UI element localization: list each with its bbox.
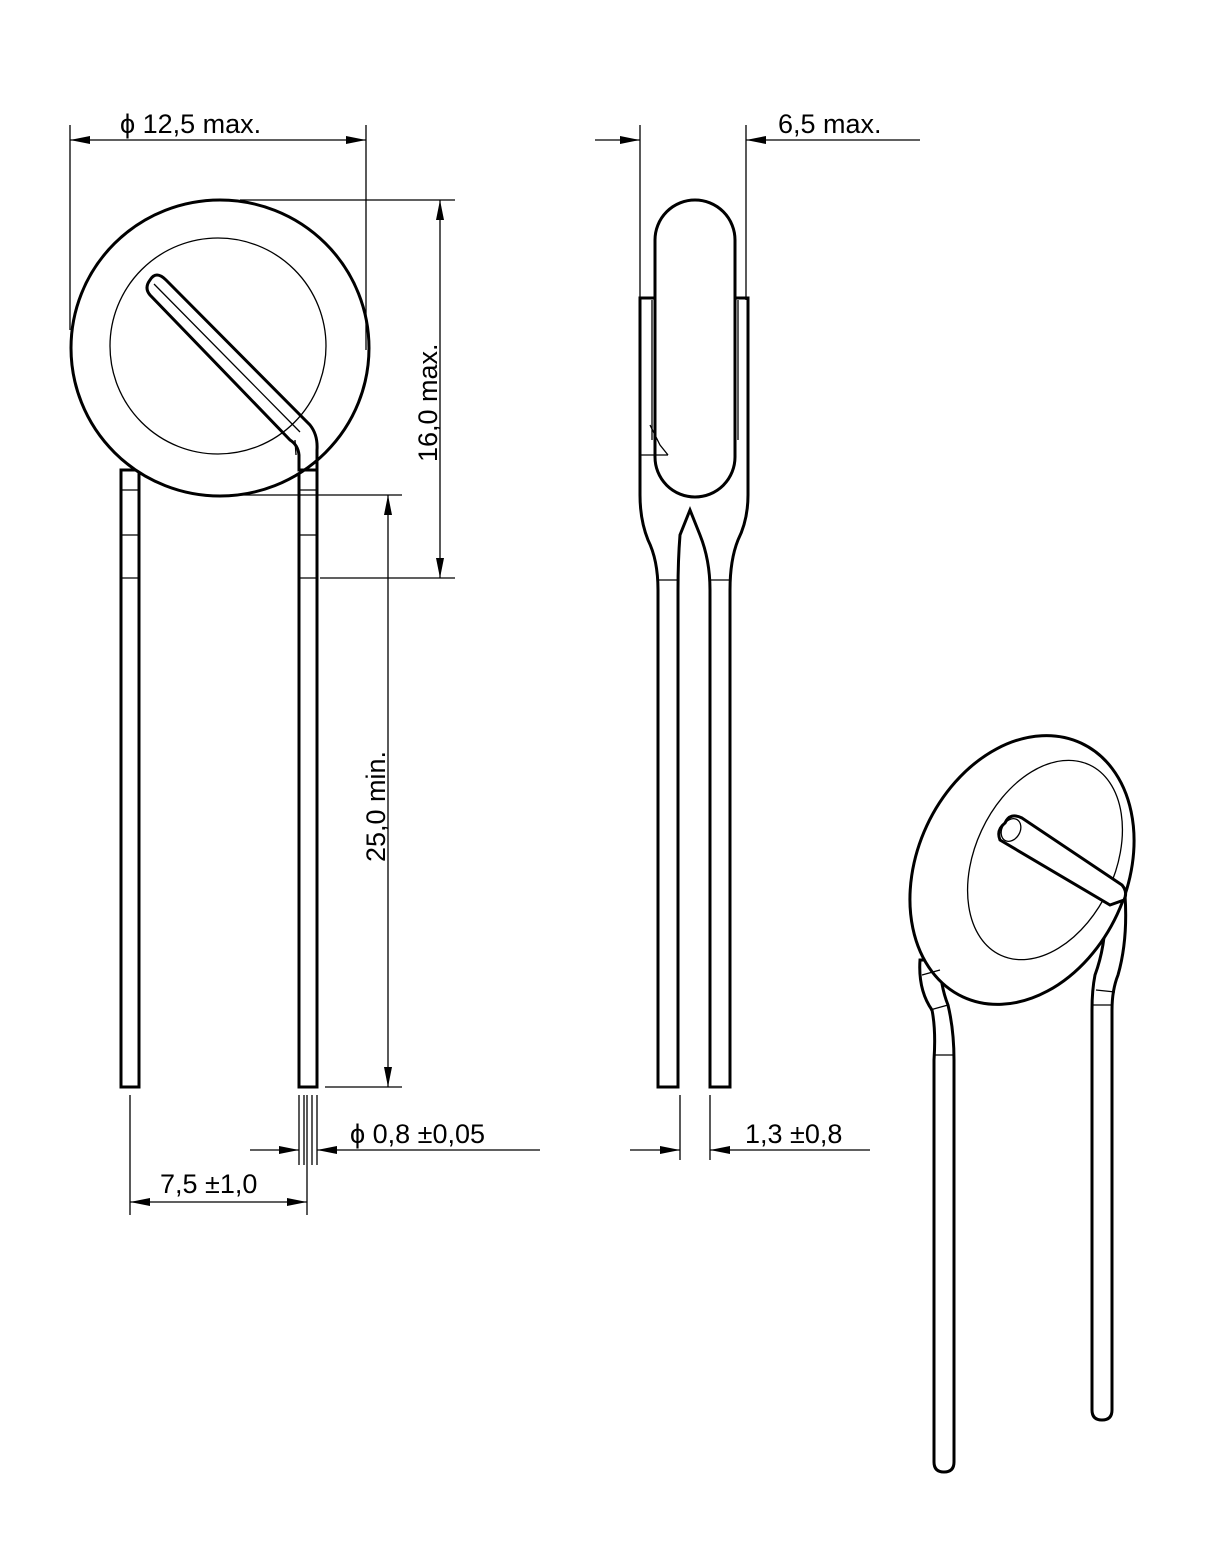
thickness-label: 6,5 max. <box>778 109 882 139</box>
lead-spacing-label: 7,5 ±1,0 <box>160 1169 257 1199</box>
perspective-disc <box>908 734 1136 1006</box>
side-dimensions: 6,5 max. 1,3 ±0,8 <box>595 109 920 1160</box>
side-leads <box>638 296 750 1089</box>
lead-length-label: 25,0 min. <box>361 751 391 862</box>
lead-slot <box>145 273 319 472</box>
diameter-label: ϕ 12,5 max. <box>120 109 261 139</box>
right-lead <box>297 438 319 1089</box>
perspective-left-lead <box>918 958 956 1474</box>
perspective-view <box>908 734 1136 1474</box>
height-label: 16,0 max. <box>413 343 443 462</box>
disc-electrode <box>109 237 327 455</box>
side-body <box>653 198 737 499</box>
lead-offset-label: 1,3 ±0,8 <box>745 1119 842 1149</box>
front-view <box>69 198 371 1089</box>
left-lead <box>119 468 141 1089</box>
disc-body <box>69 198 371 498</box>
side-view <box>638 198 750 1089</box>
perspective-slot <box>997 814 1128 907</box>
front-dimensions: ϕ 12,5 max. 16,0 max. 25,0 min. ϕ 0,8 ±0… <box>69 109 540 1215</box>
perspective-right-lead <box>1090 893 1128 1422</box>
lead-diameter-label: ϕ 0,8 ±0,05 <box>350 1119 485 1149</box>
